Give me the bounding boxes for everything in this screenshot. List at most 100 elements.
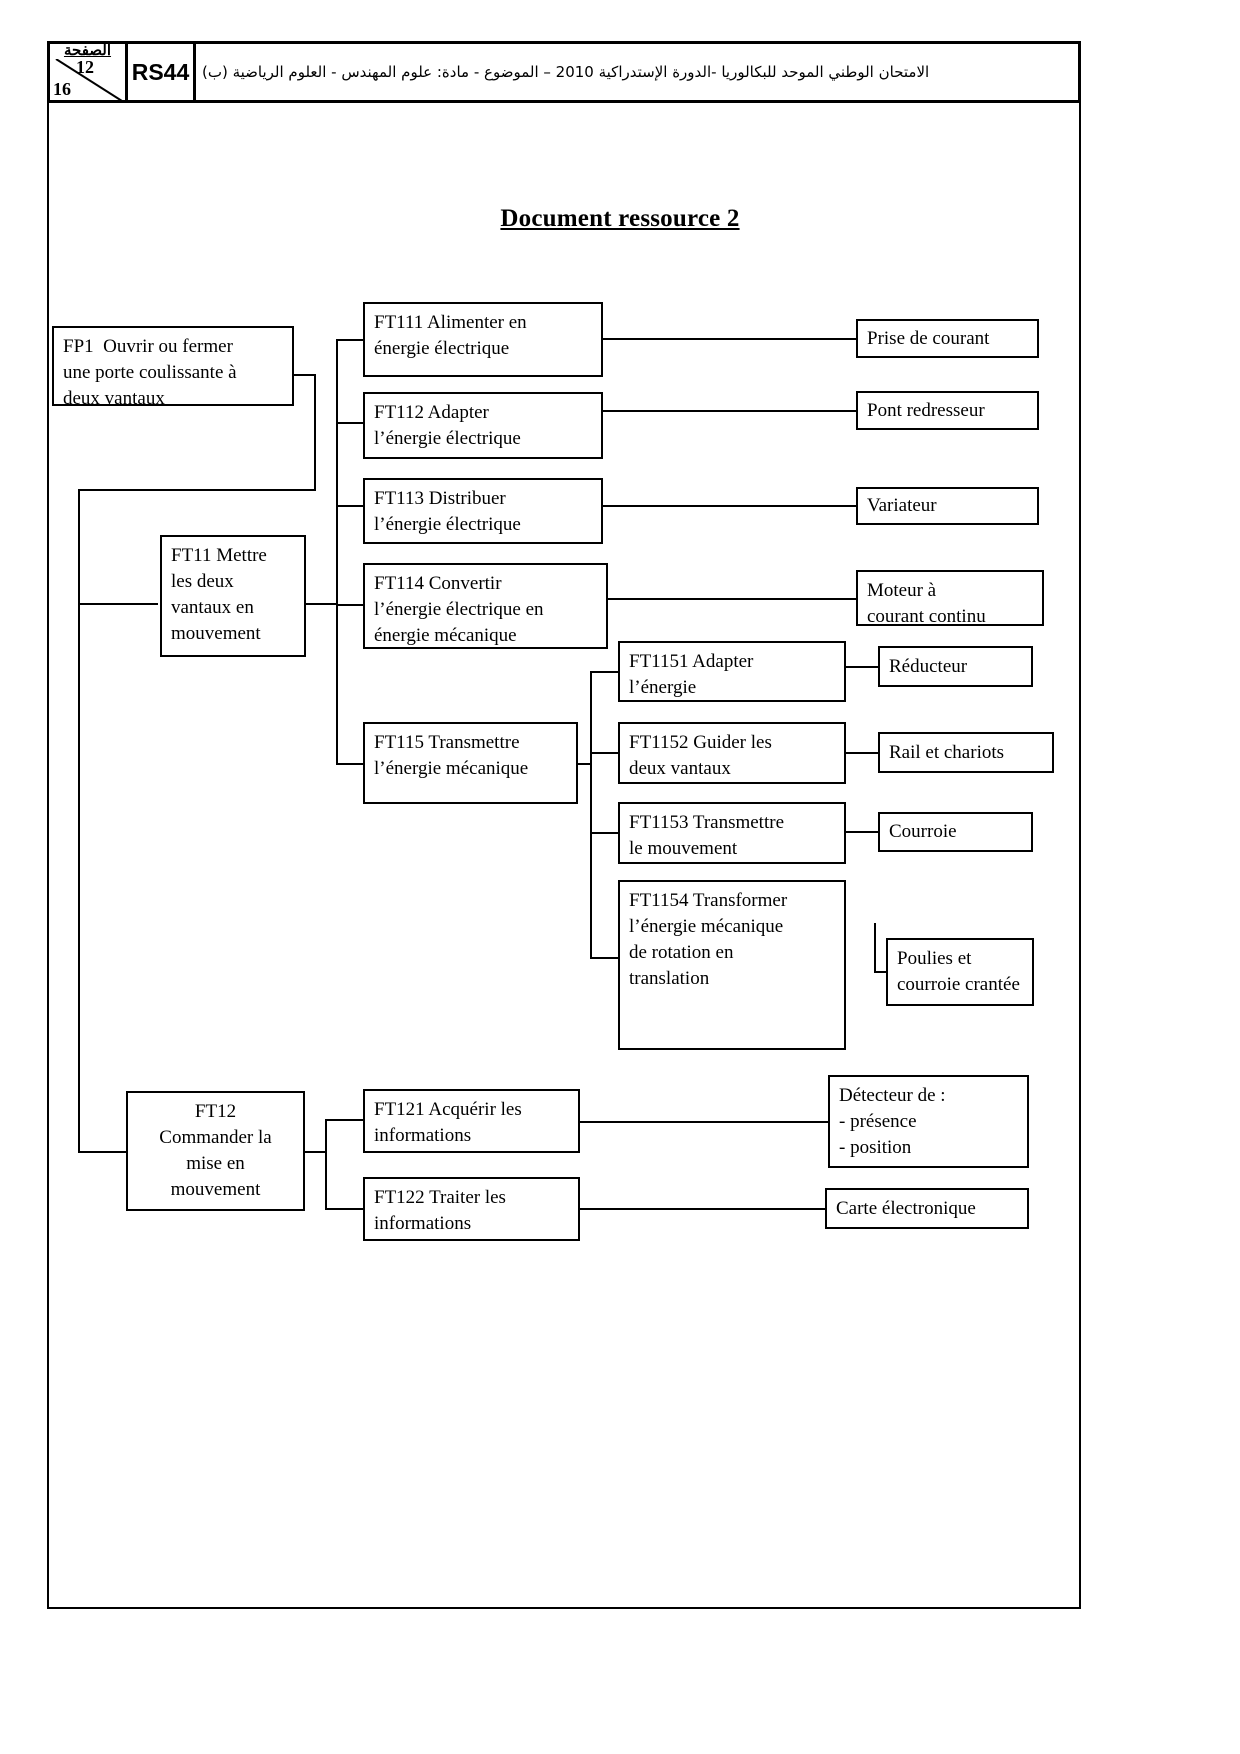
function-box-ft1151[interactable]: FT1151 Adapter l’énergie [618, 641, 846, 702]
solution-box-courroie[interactable]: Courroie [878, 812, 1033, 852]
function-box-ft122[interactable]: FT122 Traiter les informations [363, 1177, 580, 1241]
ft1153-line-2: le mouvement [629, 838, 738, 859]
function-box-ft11[interactable]: FT11 Mettre les deux vantaux en mouvemen… [160, 535, 306, 657]
exam-header: الصفحة 12 16 RS44 الامتحان الوطني الموحد… [47, 41, 1081, 103]
page-total: 16 [53, 79, 71, 99]
connector-rail-to-ft11 [78, 603, 158, 605]
connector-fp1-trunk [314, 374, 316, 396]
function-box-ft114[interactable]: FT114 Convertir l’énergie électrique en … [363, 563, 608, 649]
solution-box-carte-electronique[interactable]: Carte électronique [825, 1188, 1029, 1229]
page-title: Document ressource 2 [500, 205, 740, 232]
ft114-line-3: énergie mécanique [374, 625, 517, 646]
function-box-ft115[interactable]: FT115 Transmettre l’énergie mécanique [363, 722, 578, 804]
ft12-line-1: FT12 [194, 1101, 237, 1122]
function-box-ft1153[interactable]: FT1153 Transmettre le mouvement [618, 802, 846, 864]
function-box-fp1[interactable]: FP1 Ouvrir ou fermer une porte coulissan… [52, 326, 294, 409]
solution-ft1153-line-1: Courroie [889, 821, 957, 842]
ft114-line-2: l’énergie électrique en [374, 599, 544, 620]
connector-bus-to-ft1151 [590, 671, 618, 673]
fp1-line-3: deux vantaux [63, 388, 165, 409]
connector-left-rail [78, 489, 80, 1153]
function-box-ft121[interactable]: FT121 Acquérir les informations [363, 1089, 580, 1153]
ft1154-line-1: FT1154 Transformer [629, 890, 788, 911]
function-box-ft112[interactable]: FT112 Adapter l’énergie électrique [363, 392, 603, 459]
function-box-ft1152[interactable]: FT1152 Guider les deux vantaux [618, 722, 846, 784]
ft113-line-2: l’énergie électrique [374, 514, 521, 535]
solution-ft1154-line-2: courroie crantée [897, 974, 1020, 995]
connector-bus-to-ft1152 [590, 752, 618, 754]
connector-ft113-to-solution [603, 505, 856, 507]
connector-ft122-to-solution [580, 1208, 825, 1210]
solution-ft1152-line-1: Rail et chariots [889, 741, 1005, 763]
ft122-line-2: informations [374, 1213, 472, 1234]
ft113-line-1: FT113 Distribuer [374, 488, 506, 509]
connector-bus-to-ft1154 [590, 957, 618, 959]
connector-bus-to-ft114 [336, 604, 364, 606]
ft1153-line-1: FT1153 Transmettre [629, 812, 784, 833]
connector-fp1-drop [314, 394, 316, 491]
connector-ft1154-riser [874, 923, 876, 973]
solution-ft114-line-2: courant continu [867, 606, 986, 627]
ft1151-line-1: FT1151 Adapter [629, 651, 754, 672]
connector-fp1-stub [294, 374, 316, 376]
ft1152-line-2: deux vantaux [629, 758, 731, 779]
ft111-line-1: FT111 Alimenter en [374, 312, 527, 333]
ft111-line-2: énergie électrique [374, 338, 510, 359]
connector-ft115-stub [578, 763, 592, 765]
solution-box-reducteur[interactable]: Réducteur [878, 646, 1033, 687]
ft1154-line-2: l’énergie mécanique [629, 916, 784, 937]
connector-ft114-to-solution [608, 598, 856, 600]
connector-ft1151-to-solution [846, 666, 878, 668]
exam-title-arabic: الامتحان الوطني الموحد للبكالوريا -الدور… [202, 63, 930, 81]
ft112-line-2: l’énergie électrique [374, 428, 521, 449]
solution-box-detecteur[interactable]: Détecteur de : - présence - position [828, 1075, 1029, 1168]
connector-fp1-to-left-rail [78, 489, 316, 491]
ft1152-line-1: FT1152 Guider les [629, 732, 772, 753]
connector-ft112-to-solution [603, 410, 856, 412]
ft11-line-1: FT11 Mettre [171, 545, 267, 566]
solution-ft1151-line-1: Réducteur [889, 655, 968, 677]
solution-box-moteur-courant-continu[interactable]: Moteur à courant continu [856, 570, 1044, 627]
solution-ft112-line-1: Pont redresseur [867, 399, 985, 421]
solution-box-variateur[interactable]: Variateur [856, 487, 1039, 525]
connector-rail-to-ft12 [78, 1151, 126, 1153]
solution-box-poulies-courroie-crantee[interactable]: Poulies et courroie crantée [886, 938, 1034, 1006]
ft12-line-2: Commander la [159, 1127, 272, 1148]
solution-ft121-line-1: Détecteur de : [839, 1085, 946, 1106]
fp1-line-2: une porte coulissante à [63, 362, 237, 383]
ft122-line-1: FT122 Traiter les [374, 1187, 506, 1208]
connector-ft12-bus [325, 1119, 327, 1210]
solution-ft114-line-1: Moteur à [867, 580, 937, 601]
connector-bus-to-ft121 [325, 1119, 363, 1121]
ft12-line-3: mise en [186, 1153, 245, 1174]
connector-ft1152-to-solution [846, 752, 878, 754]
ft11-line-3: vantaux en [171, 597, 254, 618]
solution-box-prise-de-courant[interactable]: Prise de courant [856, 319, 1039, 358]
page-border [47, 103, 1081, 1609]
ft121-line-2: informations [374, 1125, 472, 1146]
ft121-line-1: FT121 Acquérir les [374, 1099, 522, 1120]
function-box-ft113[interactable]: FT113 Distribuer l’énergie électrique [363, 478, 603, 544]
function-box-ft12[interactable]: FT12 Commander la mise en mouvement [126, 1091, 305, 1211]
connector-ft121-to-solution [580, 1121, 828, 1123]
ft1154-line-3: de rotation en [629, 942, 734, 963]
connector-bus-to-ft122 [325, 1208, 363, 1210]
function-box-ft1154[interactable]: FT1154 Transformer l’énergie mécanique d… [618, 880, 846, 1050]
connector-bus-to-ft112 [336, 422, 364, 424]
connector-ft11-stub [306, 603, 338, 605]
solution-box-pont-redresseur[interactable]: Pont redresseur [856, 391, 1039, 430]
page-label: الصفحة [63, 43, 112, 59]
connector-ft12-stub [305, 1151, 327, 1153]
fp1-line-1: FP1 Ouvrir ou fermer [63, 336, 233, 357]
function-box-ft111[interactable]: FT111 Alimenter en énergie électrique [363, 302, 603, 377]
solution-box-rail-et-chariots[interactable]: Rail et chariots [878, 732, 1054, 773]
connector-ft11-bus [336, 339, 338, 764]
connector-ft1153-to-solution [846, 831, 878, 833]
solution-ft111-line-1: Prise de courant [867, 327, 990, 349]
page-current: 12 [76, 57, 94, 77]
connector-bus-to-ft1153 [590, 832, 618, 834]
connector-ft111-to-solution [603, 338, 856, 340]
ft1154-line-4: translation [629, 968, 710, 989]
solution-ft1154-line-1: Poulies et [897, 948, 972, 969]
